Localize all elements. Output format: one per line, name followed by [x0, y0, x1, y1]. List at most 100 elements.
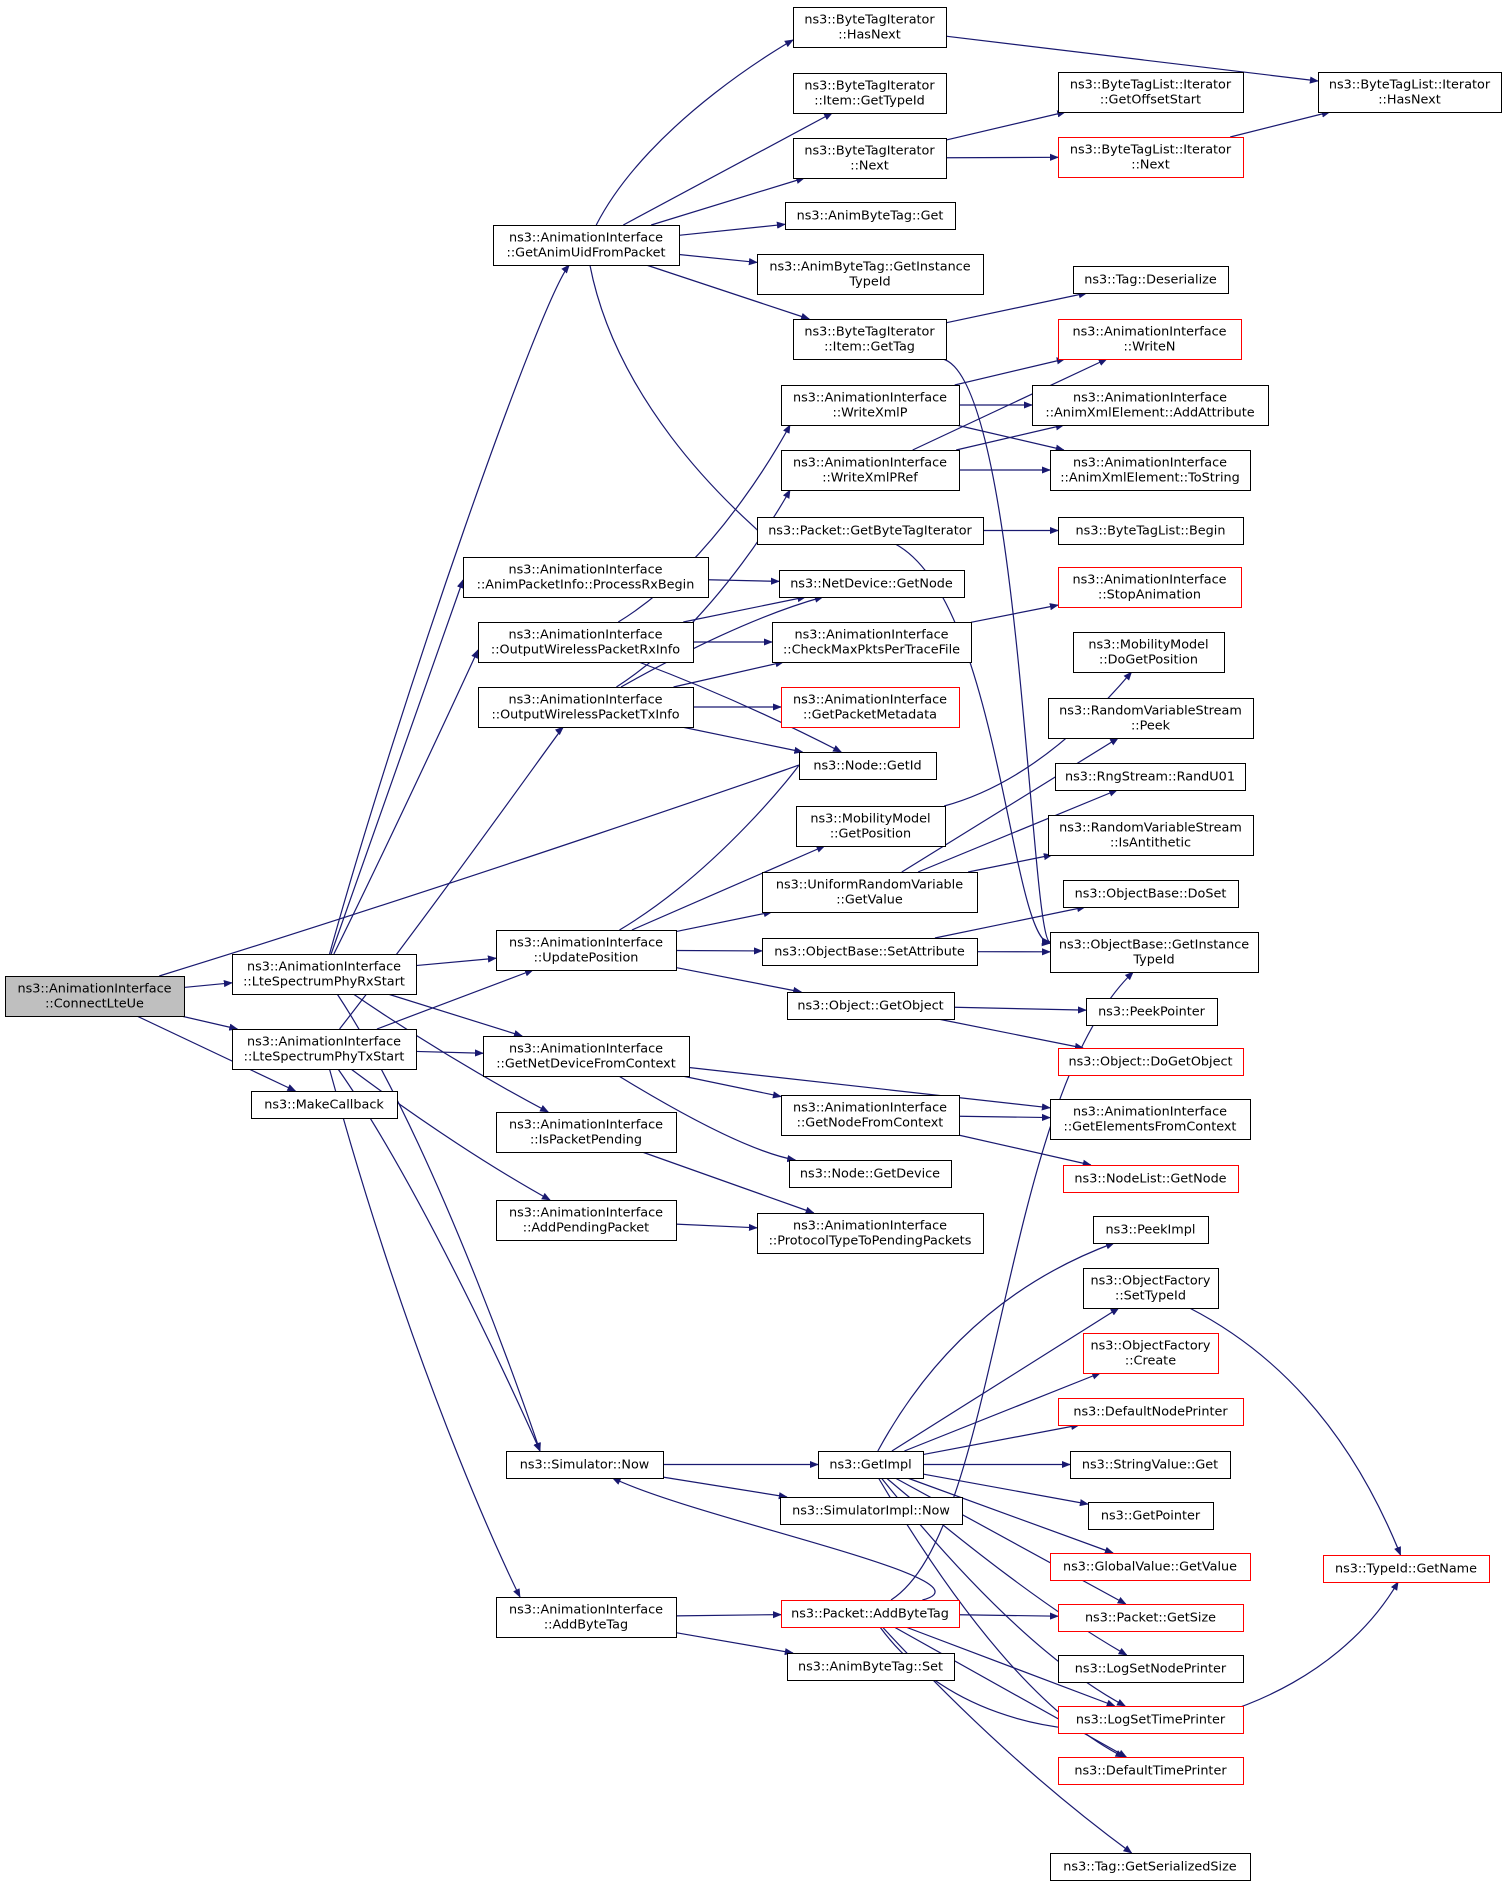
node-label: ::Create [1125, 1354, 1176, 1369]
node-label: ::StopAnimation [1098, 588, 1201, 603]
nodes: ns3::AnimationInterface::ConnectLteUens3… [5, 7, 1502, 1881]
node-nd_getnode[interactable]: ns3::NetDevice::GetNode [779, 570, 965, 598]
node-getnodefromctx[interactable]: ns3::AnimationInterface::GetNodeFromCont… [781, 1095, 960, 1136]
node-simnow[interactable]: ns3::Simulator::Now [506, 1451, 664, 1479]
node-writexmlp[interactable]: ns3::AnimationInterface::WriteXmlP [781, 385, 960, 426]
node-getanimuid[interactable]: ns3::AnimationInterface::GetAnimUidFromP… [493, 225, 680, 266]
edge-connectlteue-to-node_getid [159, 762, 808, 977]
node-label: ns3::SimulatorImpl::Now [792, 1504, 950, 1519]
node-checkmax[interactable]: ns3::AnimationInterface::CheckMaxPktsPer… [772, 622, 972, 663]
node-btl_next[interactable]: ns3::ByteTagList::Iterator::Next [1058, 137, 1244, 178]
node-of_create[interactable]: ns3::ObjectFactory::Create [1083, 1333, 1219, 1374]
node-txstart[interactable]: ns3::AnimationInterface::LteSpectrumPhyT… [232, 1029, 417, 1070]
node-rvs_isanti[interactable]: ns3::RandomVariableStream::IsAntithetic [1048, 815, 1254, 856]
node-updatepos[interactable]: ns3::AnimationInterface::UpdatePosition [496, 930, 677, 971]
node-getpointer[interactable]: ns3::GetPointer [1088, 1502, 1214, 1530]
node-ispending[interactable]: ns3::AnimationInterface::IsPacketPending [496, 1112, 677, 1153]
node-animbt_get[interactable]: ns3::AnimByteTag::Get [785, 202, 956, 230]
edge-updatepos-to-node_getid [619, 762, 808, 931]
node-btl_getoffset[interactable]: ns3::ByteTagList::Iterator::GetOffsetSta… [1058, 72, 1244, 113]
node-of_settypeid[interactable]: ns3::ObjectFactory::SetTypeId [1083, 1268, 1219, 1309]
node-obj_dogetobj[interactable]: ns3::Object::DoGetObject [1058, 1048, 1244, 1076]
node-obj_getobject[interactable]: ns3::Object::GetObject [787, 992, 955, 1020]
node-getnetdev[interactable]: ns3::AnimationInterface::GetNetDeviceFro… [483, 1036, 690, 1077]
edge-checkmax-to-stopanim [970, 603, 1059, 623]
node-bti_hasnext[interactable]: ns3::ByteTagIterator::HasNext [793, 7, 947, 48]
node-label: ns3::MakeCallback [264, 1098, 384, 1113]
node-simimpl_now[interactable]: ns3::SimulatorImpl::Now [780, 1497, 963, 1525]
edge-obj_getobject-to-peekpointer [953, 1006, 1087, 1014]
node-nodelist_getnode[interactable]: ns3::NodeList::GetNode [1063, 1165, 1239, 1193]
edge-rxstart-to-processrx [330, 579, 464, 955]
node-node_getid[interactable]: ns3::Node::GetId [799, 752, 937, 780]
node-peekimpl[interactable]: ns3::PeekImpl [1093, 1216, 1209, 1244]
node-bti_item_gettypeid[interactable]: ns3::ByteTagIterator::Item::GetTypeId [793, 73, 947, 114]
edge-updatepos-to-mm_getpos [631, 845, 826, 931]
node-pkt_addbytetag[interactable]: ns3::Packet::AddByteTag [781, 1600, 960, 1628]
node-ob_doset[interactable]: ns3::ObjectBase::DoSet [1063, 880, 1239, 908]
node-gv_getvalue[interactable]: ns3::GlobalValue::GetValue [1050, 1553, 1251, 1581]
node-proto2pending[interactable]: ns3::AnimationInterface::ProtocolTypeToP… [757, 1213, 984, 1254]
node-urv_getvalue[interactable]: ns3::UniformRandomVariable::GetValue [762, 872, 978, 913]
node-logsettime[interactable]: ns3::LogSetTimePrinter [1058, 1706, 1244, 1734]
node-deftimeprinter[interactable]: ns3::DefaultTimePrinter [1058, 1757, 1244, 1785]
node-rng_randu01[interactable]: ns3::RngStream::RandU01 [1055, 763, 1246, 791]
node-tag_getsersize[interactable]: ns3::Tag::GetSerializedSize [1050, 1853, 1251, 1881]
node-label: ns3::UniformRandomVariable [776, 878, 963, 893]
node-label: ns3::Simulator::Now [520, 1458, 650, 1473]
node-outrx[interactable]: ns3::AnimationInterface::OutputWirelessP… [478, 622, 694, 663]
node-label: ns3::ByteTagList::Iterator [1070, 143, 1232, 158]
edge-getnodefromctx-to-nodelist_getnode [958, 1134, 1092, 1167]
node-bti_item_gettag[interactable]: ns3::ByteTagIterator::Item::GetTag [793, 319, 947, 360]
edge-connectlteue-to-makecallback [136, 1015, 297, 1092]
node-pkt_getsize[interactable]: ns3::Packet::GetSize [1058, 1604, 1244, 1632]
node-tostring[interactable]: ns3::AnimationInterface::AnimXmlElement:… [1050, 450, 1251, 491]
node-getelements[interactable]: ns3::AnimationInterface::GetElementsFrom… [1050, 1099, 1251, 1140]
node-stopanim[interactable]: ns3::AnimationInterface::StopAnimation [1058, 567, 1242, 608]
node-writexmlpref[interactable]: ns3::AnimationInterface::WriteXmlPRef [781, 450, 960, 491]
node-getbytetagit[interactable]: ns3::Packet::GetByteTagIterator [757, 517, 984, 545]
node-processrx[interactable]: ns3::AnimationInterface::AnimPacketInfo:… [463, 557, 709, 598]
node-makecallback[interactable]: ns3::MakeCallback [251, 1091, 398, 1119]
node-logsetnode[interactable]: ns3::LogSetNodePrinter [1058, 1655, 1244, 1683]
node-label: ::AnimPacketInfo::ProcessRxBegin [477, 578, 695, 593]
node-addattr[interactable]: ns3::AnimationInterface::AnimXmlElement:… [1032, 385, 1269, 426]
node-typeid_getname[interactable]: ns3::TypeId::GetName [1323, 1555, 1490, 1583]
node-getimpl[interactable]: ns3::GetImpl [818, 1451, 924, 1479]
node-addbytetag[interactable]: ns3::AnimationInterface::AddByteTag [496, 1597, 677, 1638]
node-label: ns3::AnimationInterface [508, 563, 662, 578]
node-peekpointer[interactable]: ns3::PeekPointer [1086, 998, 1218, 1026]
node-rvs_peek[interactable]: ns3::RandomVariableStream::Peek [1048, 698, 1254, 739]
edge-getimpl-to-gv_getvalue [907, 1477, 1114, 1554]
node-getpktmeta[interactable]: ns3::AnimationInterface::GetPacketMetada… [781, 687, 960, 728]
edge-pkt_addbytetag-to-simnow [611, 1477, 936, 1601]
node-node_getdevice[interactable]: ns3::Node::GetDevice [789, 1160, 952, 1188]
node-label: ns3::AnimationInterface [1073, 1105, 1227, 1120]
node-outtx[interactable]: ns3::AnimationInterface::OutputWirelessP… [478, 687, 694, 728]
node-sv_get[interactable]: ns3::StringValue::Get [1070, 1451, 1231, 1479]
edge-pkt_addbytetag-to-logsettime [905, 1626, 1116, 1707]
node-label: ns3::TypeId::GetName [1335, 1562, 1477, 1577]
node-label: ns3::ByteTagList::Iterator [1329, 78, 1491, 93]
node-ob_setattr[interactable]: ns3::ObjectBase::SetAttribute [762, 938, 978, 966]
node-bti_next[interactable]: ns3::ByteTagIterator::Next [793, 138, 947, 179]
node-mm_dogetpos[interactable]: ns3::MobilityModel::DoGetPosition [1073, 632, 1225, 673]
edge-txstart-to-simnow [337, 1068, 541, 1452]
node-mm_getpos[interactable]: ns3::MobilityModel::GetPosition [796, 806, 946, 847]
node-animbt_set[interactable]: ns3::AnimByteTag::Set [787, 1653, 955, 1681]
node-btl_hasnext[interactable]: ns3::ByteTagList::Iterator::HasNext [1318, 72, 1502, 113]
node-addpending[interactable]: ns3::AnimationInterface::AddPendingPacke… [496, 1200, 677, 1241]
node-defnodeprinter[interactable]: ns3::DefaultNodePrinter [1058, 1398, 1244, 1426]
node-label: ns3::AnimationInterface [1072, 573, 1226, 588]
node-label: ns3::AnimationInterface [793, 1219, 947, 1234]
edge-getnodefromctx-to-getelements [958, 1113, 1051, 1122]
edge-getimpl-to-defnodeprinter [922, 1422, 1081, 1456]
node-label: ns3::Object::GetObject [797, 999, 943, 1014]
node-rxstart[interactable]: ns3::AnimationInterface::LteSpectrumPhyR… [232, 954, 417, 995]
node-label: ::AnimXmlElement::AddAttribute [1045, 406, 1254, 421]
node-tag_deser[interactable]: ns3::Tag::Deserialize [1073, 266, 1229, 294]
node-btlist_begin[interactable]: ns3::ByteTagList::Begin [1058, 517, 1244, 545]
node-writen[interactable]: ns3::AnimationInterface::WriteN [1058, 319, 1242, 360]
